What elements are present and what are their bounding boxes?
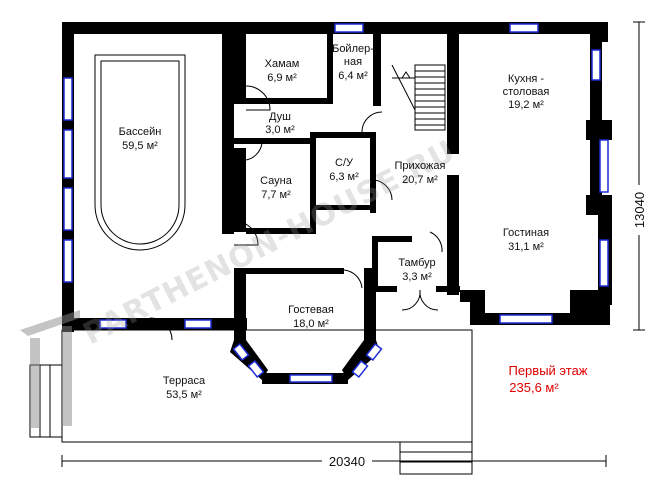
room-terrace-area: 53,5 м² — [166, 389, 202, 401]
room-living-area: 31,1 м² — [508, 241, 544, 253]
room-shower-area: 3,0 м² — [265, 124, 295, 136]
room-hamam-area: 6,9 м² — [267, 72, 297, 84]
floor-area: 235,6 м² — [509, 380, 559, 395]
room-sauna-name: Сауна — [260, 175, 293, 187]
room-living-name: Гостиная — [503, 227, 549, 239]
dimension-width: 20340 — [329, 454, 365, 469]
floor-title: Первый этаж — [508, 363, 587, 378]
pool-basin — [94, 54, 186, 251]
dimension-lines — [61, 21, 645, 467]
staircase — [391, 64, 446, 131]
room-guest-name: Гостевая — [288, 304, 334, 316]
dimension-height: 13040 — [632, 192, 647, 228]
room-guest-area: 18,0 м² — [293, 318, 329, 330]
room-kitchen-name-2: столовая — [503, 86, 550, 98]
radiators — [234, 62, 459, 256]
room-shower-name: Душ — [269, 111, 291, 123]
room-wc-name: С/У — [335, 157, 354, 169]
room-kitchen-name: Кухня - — [508, 73, 544, 85]
room-labels: Бассейн 59,5 м² Хамам 6,9 м² Бойлер- ная… — [119, 43, 550, 401]
room-boiler-name-2: ная — [344, 56, 362, 68]
room-hall-name: Прихожая — [395, 160, 446, 172]
room-boiler-area: 6,4 м² — [338, 70, 368, 82]
room-hall-area: 20,7 м² — [402, 174, 438, 186]
room-sauna-area: 7,7 м² — [261, 189, 291, 201]
room-wc-area: 6,3 м² — [329, 171, 359, 183]
doors — [149, 85, 443, 341]
room-vestibule-area: 3,3 м² — [402, 271, 432, 283]
room-pool-name: Бассейн — [119, 126, 162, 138]
room-boiler-name: Бойлер- — [332, 43, 374, 55]
room-kitchen-area: 19,2 м² — [508, 99, 544, 111]
room-vestibule-name: Тамбур — [398, 257, 435, 269]
windows — [63, 23, 609, 383]
room-pool-area: 59,5 м² — [122, 140, 158, 152]
room-hamam-name: Хамам — [265, 58, 300, 70]
room-terrace-name: Терраса — [163, 375, 206, 387]
